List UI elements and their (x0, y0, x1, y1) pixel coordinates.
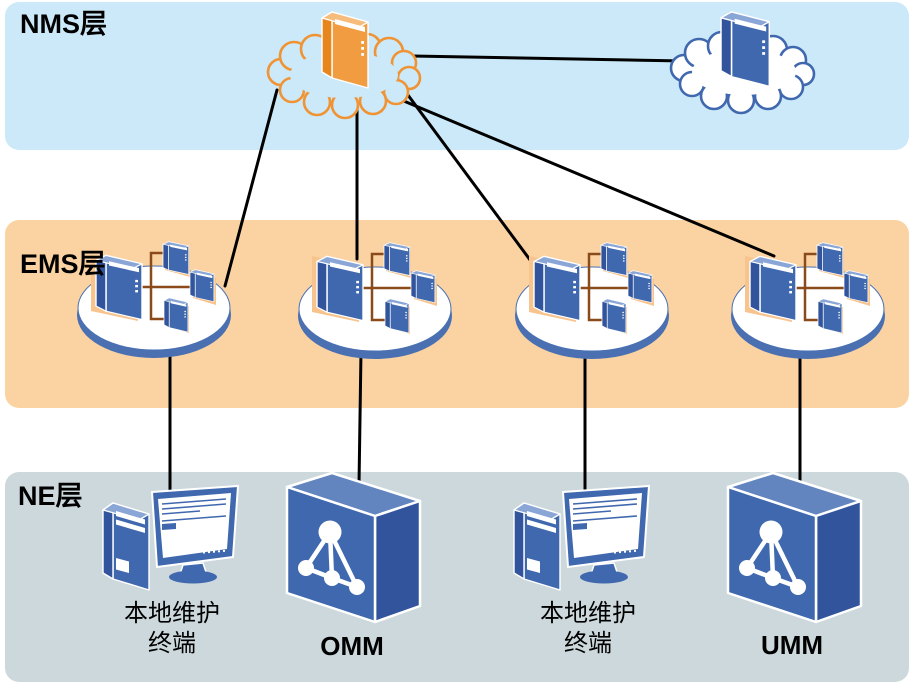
umm-box (728, 473, 861, 622)
terminal2-label-line2: 终端 (564, 630, 612, 657)
nms-layer-band (5, 2, 909, 150)
terminal1-label-line2: 终端 (148, 630, 196, 657)
nms-server-icon (321, 11, 369, 89)
omm-box (287, 473, 420, 622)
link-nms-ems1 (223, 88, 279, 288)
peer-nms-server-icon (720, 11, 771, 88)
ems-layer-label: EMS层 (20, 249, 106, 279)
nms-layer-label: NMS层 (20, 9, 107, 39)
link-lines (168, 54, 802, 493)
umm-label: UMM (761, 630, 823, 660)
link-nms-ems4 (397, 97, 776, 258)
ne-layer-label: NE层 (18, 481, 83, 511)
link-nms-ems3 (400, 85, 541, 274)
link-nms-peer-cloud (410, 54, 686, 63)
link-ems2-omm (357, 349, 363, 487)
terminal1-label-line1: 本地维护 (124, 600, 220, 627)
omm-label: OMM (320, 631, 384, 661)
terminal2-label-line1: 本地维护 (540, 600, 636, 627)
